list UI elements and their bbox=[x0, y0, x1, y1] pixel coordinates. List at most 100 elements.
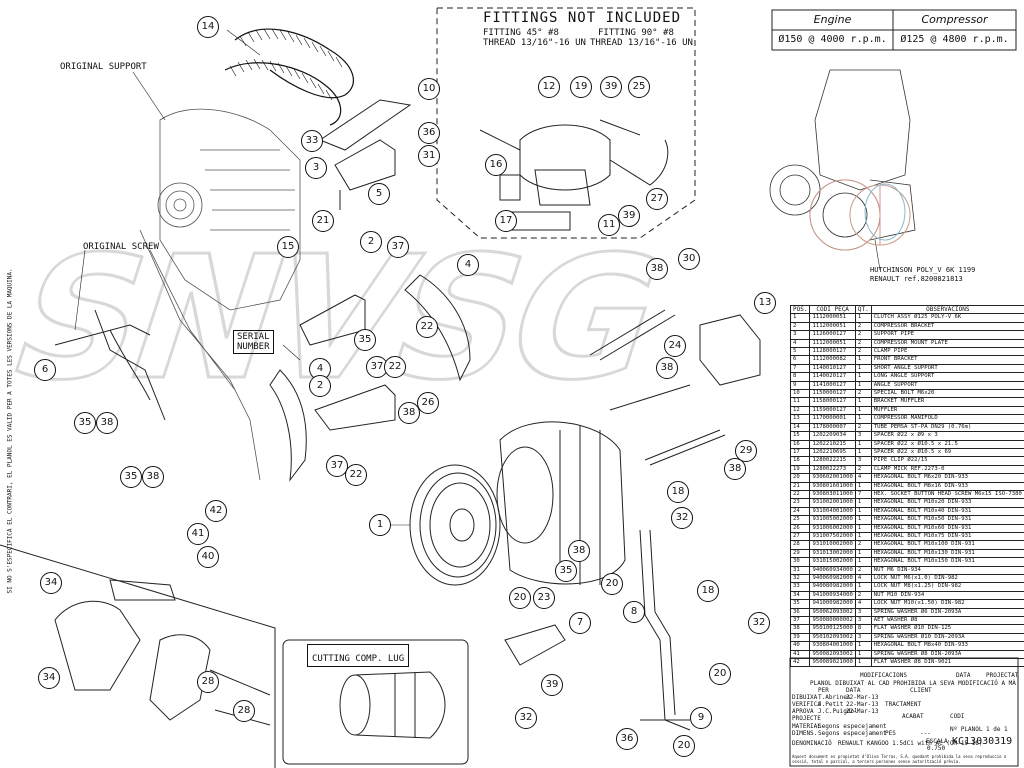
cell-observacions: LONG ANGLE SUPPORT bbox=[870, 372, 1024, 382]
cell-codi: 930602001000 bbox=[809, 473, 856, 483]
cell-qt: 1 bbox=[854, 548, 872, 559]
balloon-30: 30 bbox=[678, 248, 700, 270]
cell-codi: 950082093002 bbox=[809, 649, 856, 660]
cell-pos: 38 bbox=[789, 624, 811, 634]
cell-codi: 950089021000 bbox=[809, 658, 856, 668]
balloon-37b: 37 bbox=[366, 356, 388, 378]
cell-pos: 27 bbox=[789, 531, 811, 542]
balloon-37a: 37 bbox=[387, 236, 409, 258]
cell-codi: 1141000127 bbox=[809, 380, 856, 391]
cell-codi: 931004001000 bbox=[809, 506, 856, 517]
balloon-3: 3 bbox=[305, 157, 327, 179]
cell-observacions: HEXAGONAL BOLT M8x16 DIN-933 bbox=[870, 481, 1024, 491]
parts-table-header: POS. CODI PEÇA QT. OBSERVACIONS bbox=[789, 304, 1024, 315]
balloon-38f: 38 bbox=[724, 458, 746, 480]
cell-pos: 29 bbox=[789, 548, 811, 559]
cell-pos: 14 bbox=[789, 422, 811, 433]
balloon-16: 16 bbox=[485, 154, 507, 176]
belt-line1: HUTCHINSON POLY_V 6K 1199 bbox=[870, 266, 976, 274]
balloon-32c: 32 bbox=[748, 612, 770, 634]
side-note: SI NO S'ESPECIFICA EL CONTRARI, EL PLANO… bbox=[6, 268, 14, 594]
cell-codi: 1112000051 bbox=[809, 321, 856, 332]
cell-codi: 950062093002 bbox=[809, 607, 856, 618]
cell-observacions: ANGLE SUPPORT bbox=[870, 380, 1024, 391]
belt-line2: RENAULT ref.8200821813 bbox=[870, 275, 963, 283]
balloon-2b: 2 bbox=[309, 375, 331, 397]
cell-codi: 930803011000 bbox=[809, 489, 856, 500]
cell-qt: 2 bbox=[854, 422, 872, 433]
tb-client: CLIENT bbox=[910, 687, 932, 694]
cell-observacions: HEXAGONAL BOLT M10x150 DIN-931 bbox=[870, 557, 1024, 567]
cell-pos: 30 bbox=[789, 557, 811, 567]
cell-codi: 930804001000 bbox=[809, 641, 856, 651]
cell-codi: 1280022215 bbox=[809, 456, 856, 466]
cell-codi: 941000934000 bbox=[809, 590, 856, 601]
tb-sheet: 1 de 1 bbox=[986, 726, 1008, 733]
cell-pos: 23 bbox=[789, 498, 811, 508]
balloon-22b: 22 bbox=[384, 356, 406, 378]
cell-pos: 5 bbox=[789, 347, 811, 357]
cell-observacions: HEXAGONAL BOLT M6x20 DIN-933 bbox=[870, 473, 1024, 483]
engine-value: Ø150 @ 4000 r.p.m. bbox=[778, 34, 887, 45]
cell-codi: 931010002000 bbox=[809, 540, 856, 550]
cell-qt: 1 bbox=[854, 481, 872, 491]
cell-pos: 11 bbox=[789, 397, 811, 407]
cell-observacions: HEXAGONAL BOLT M10x20 DIN-933 bbox=[870, 498, 1024, 508]
title-block: MODIFICACIONS DATA PROJECTAT PLANOL DIBU… bbox=[790, 658, 1019, 766]
cell-pos: 10 bbox=[789, 389, 811, 399]
cell-pos: 26 bbox=[789, 523, 811, 533]
tb-dash: --- bbox=[920, 730, 931, 737]
cell-observacions: HEXAGONAL BOLT M10x60 DIN-931 bbox=[870, 523, 1024, 533]
cell-qt: 3 bbox=[854, 632, 872, 643]
tb-codi: CODI bbox=[950, 713, 965, 720]
tb-pes: PES bbox=[885, 730, 896, 737]
cell-qt: 1 bbox=[854, 397, 872, 407]
cell-codi: 941000982000 bbox=[809, 599, 856, 609]
cell-qt: 2 bbox=[854, 464, 872, 475]
tb-material-val: Segons especejament bbox=[818, 723, 887, 730]
balloon-28b: 28 bbox=[233, 700, 255, 722]
tb-material: MATERIAL bbox=[792, 723, 821, 730]
tb-data: DATA bbox=[956, 672, 971, 679]
tb-aprova-data: 22-Mar-13 bbox=[846, 708, 879, 715]
cell-pos: 15 bbox=[789, 431, 811, 441]
tb-projecte: PROJECTE bbox=[792, 715, 821, 722]
cell-pos: 18 bbox=[789, 456, 811, 466]
cell-pos: 2 bbox=[789, 321, 811, 332]
cell-codi: 1128000127 bbox=[809, 347, 856, 357]
cell-observacions: SUPPORT PIPE bbox=[870, 330, 1024, 340]
compressor-header: Compressor bbox=[921, 13, 988, 26]
cell-codi: 931006002000 bbox=[809, 523, 856, 533]
col-pos: POS. bbox=[789, 304, 811, 315]
balloon-41: 41 bbox=[187, 523, 209, 545]
cell-codi: 940060934000 bbox=[809, 565, 856, 576]
cell-pos: 32 bbox=[789, 573, 811, 584]
cell-pos: 37 bbox=[789, 616, 811, 626]
cell-qt: 1 bbox=[854, 380, 872, 391]
cell-pos: 36 bbox=[789, 607, 811, 618]
cell-pos: 31 bbox=[789, 565, 811, 576]
cell-observacions: BRACKET MUFFLER bbox=[870, 397, 1024, 407]
cell-codi: 1112000051 bbox=[809, 338, 856, 349]
balloon-1: 1 bbox=[369, 514, 391, 536]
cell-codi: 1202210695 bbox=[809, 447, 856, 458]
cell-qt: 4 bbox=[854, 573, 872, 584]
drawing-number: KC13030319 bbox=[952, 736, 1013, 747]
